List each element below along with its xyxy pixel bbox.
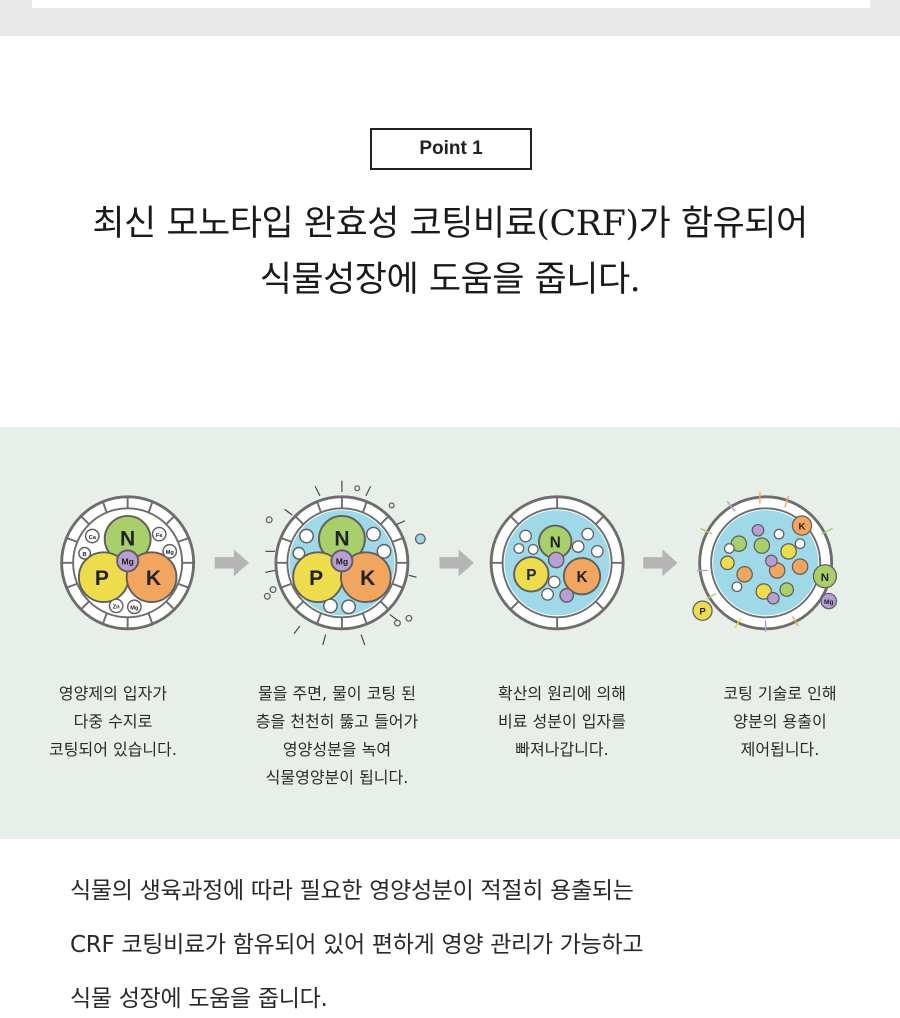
particle-mg-label: Mg [121,557,133,567]
particle-mg-label: Mg [336,557,348,567]
particle-mg-label: Mg [824,599,834,606]
particle-p-label: P [309,567,323,590]
particle-zn-label: Zn [113,605,120,611]
particle-b-label: B [83,552,87,558]
particle-n-label: N [550,535,561,552]
particle-p-label: P [526,567,536,584]
particle-n-label: N [821,572,829,584]
step-3-caption: 확산의 원리에 의해 비료 성분이 입자를 빠져나갑니다. [498,684,626,759]
description-line-2: CRF 코팅비료가 함유되어 있어 편하게 영양 관리가 가능하고 [70,932,644,958]
step-4-caption: 코팅 기술로 인해 양분의 용출이 제어됩니다. [723,684,837,759]
particle-n-label: N [334,528,349,551]
particle-k-label: K [360,567,375,590]
particle-fe-label: Fe [156,533,163,539]
top-divider-band [0,0,900,36]
point-badge: Point 1 [370,128,532,170]
headline-line-1: 최신 모노타입 완효성 코팅비료(CRF)가 함유되어 [92,204,808,244]
step-3-particle-icon: N P K [489,495,625,631]
step-4-particle-icon: K N Mg P [692,492,838,632]
particle-k-label: K [576,569,587,586]
step-2-particle-icon: N P K Mg [263,480,426,646]
previous-section-edge [32,0,870,8]
step-arrow-icon [214,549,250,577]
description-paragraph: 식물의 생육과정에 따라 필요한 영양성분이 적절히 용출되는 CRF 코팅비료… [70,864,850,1018]
headline-line-2: 식물성장에 도움을 줍니다. [259,260,641,300]
particle-mg-small-label: Mg [166,550,175,556]
step-1-particle-icon: N P K Mg Ca B Fe Mg Zn Mg [60,495,196,631]
particle-k-label: K [146,567,161,590]
step-arrow-icon [439,549,474,577]
particle-ca-label: Ca [89,535,97,541]
particle-p-label: P [699,606,706,617]
particle-k-label: K [799,521,806,532]
description-line-1: 식물의 생육과정에 따라 필요한 영양성분이 적절히 용출되는 [70,878,634,904]
particle-mg-small-label-2: Mg [130,606,139,612]
fertilizer-release-diagram: N P K Mg Ca B Fe Mg Zn Mg [60,480,838,646]
step-arrow-icon [643,549,678,577]
step-1-caption: 영양제의 입자가 다중 수지로 코팅되어 있습니다. [49,684,177,759]
description-line-3: 식물 성장에 도움을 줍니다. [70,986,328,1012]
step-2-caption: 물을 주면, 물이 코팅 된 층을 천천히 뚫고 들어가 영양성분을 녹여 식물… [255,684,419,787]
process-illustration-band: N P K Mg Ca B Fe Mg Zn Mg [0,427,900,839]
particle-p-label: P [95,567,109,590]
particle-n-label: N [120,528,135,551]
headline: 최신 모노타입 완효성 코팅비료(CRF)가 함유되어 식물성장에 도움을 줍니… [0,196,900,308]
